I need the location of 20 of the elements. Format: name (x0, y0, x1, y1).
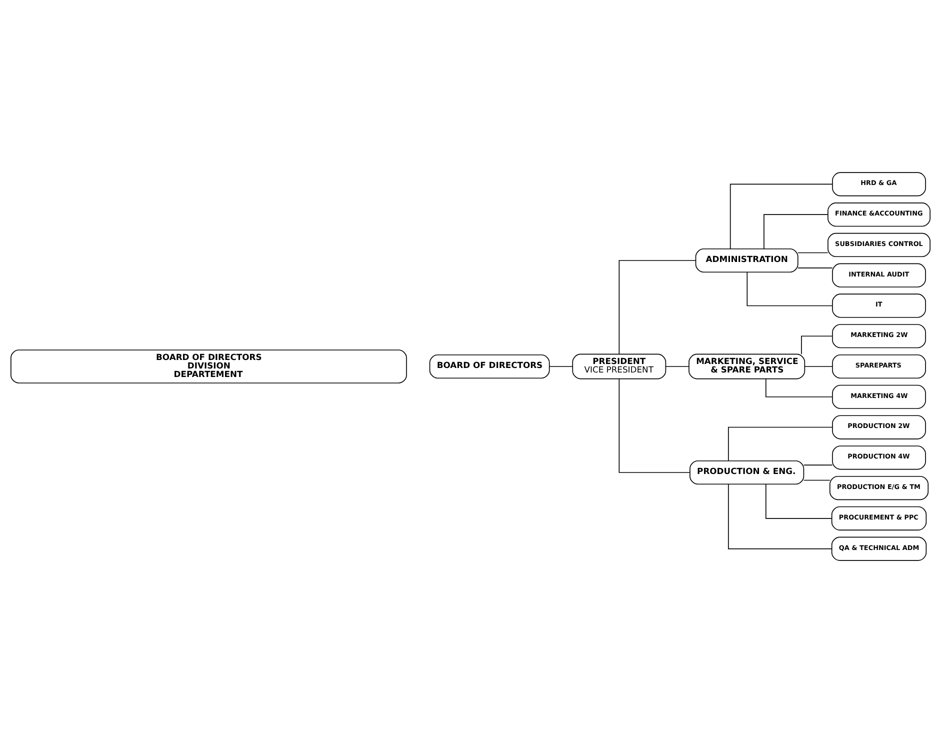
connector (765, 483, 832, 518)
connector (728, 483, 832, 549)
connector (618, 260, 696, 354)
node-box: MARKETING, SERVICE & SPARE PARTS (688, 353, 806, 379)
node-box: BOARD OF DIRECTORS DIVISION DEPARTEMENT (10, 349, 407, 383)
connector (803, 479, 830, 480)
connector (803, 464, 833, 465)
connector (798, 252, 828, 253)
connector (730, 183, 833, 249)
node-box: PRODUCTION & ENG. (690, 460, 804, 484)
connector (765, 378, 833, 397)
node-box: BOARD OF DIRECTORS (429, 354, 550, 378)
connector (746, 271, 833, 306)
node-box: PRESIDENT VICE PRESIDENT (572, 353, 666, 379)
connector (764, 214, 828, 249)
connector (618, 378, 690, 472)
connector (728, 426, 833, 461)
node-box: ADMINISTRATION (695, 248, 798, 272)
connector (801, 335, 833, 354)
connector (798, 267, 833, 268)
